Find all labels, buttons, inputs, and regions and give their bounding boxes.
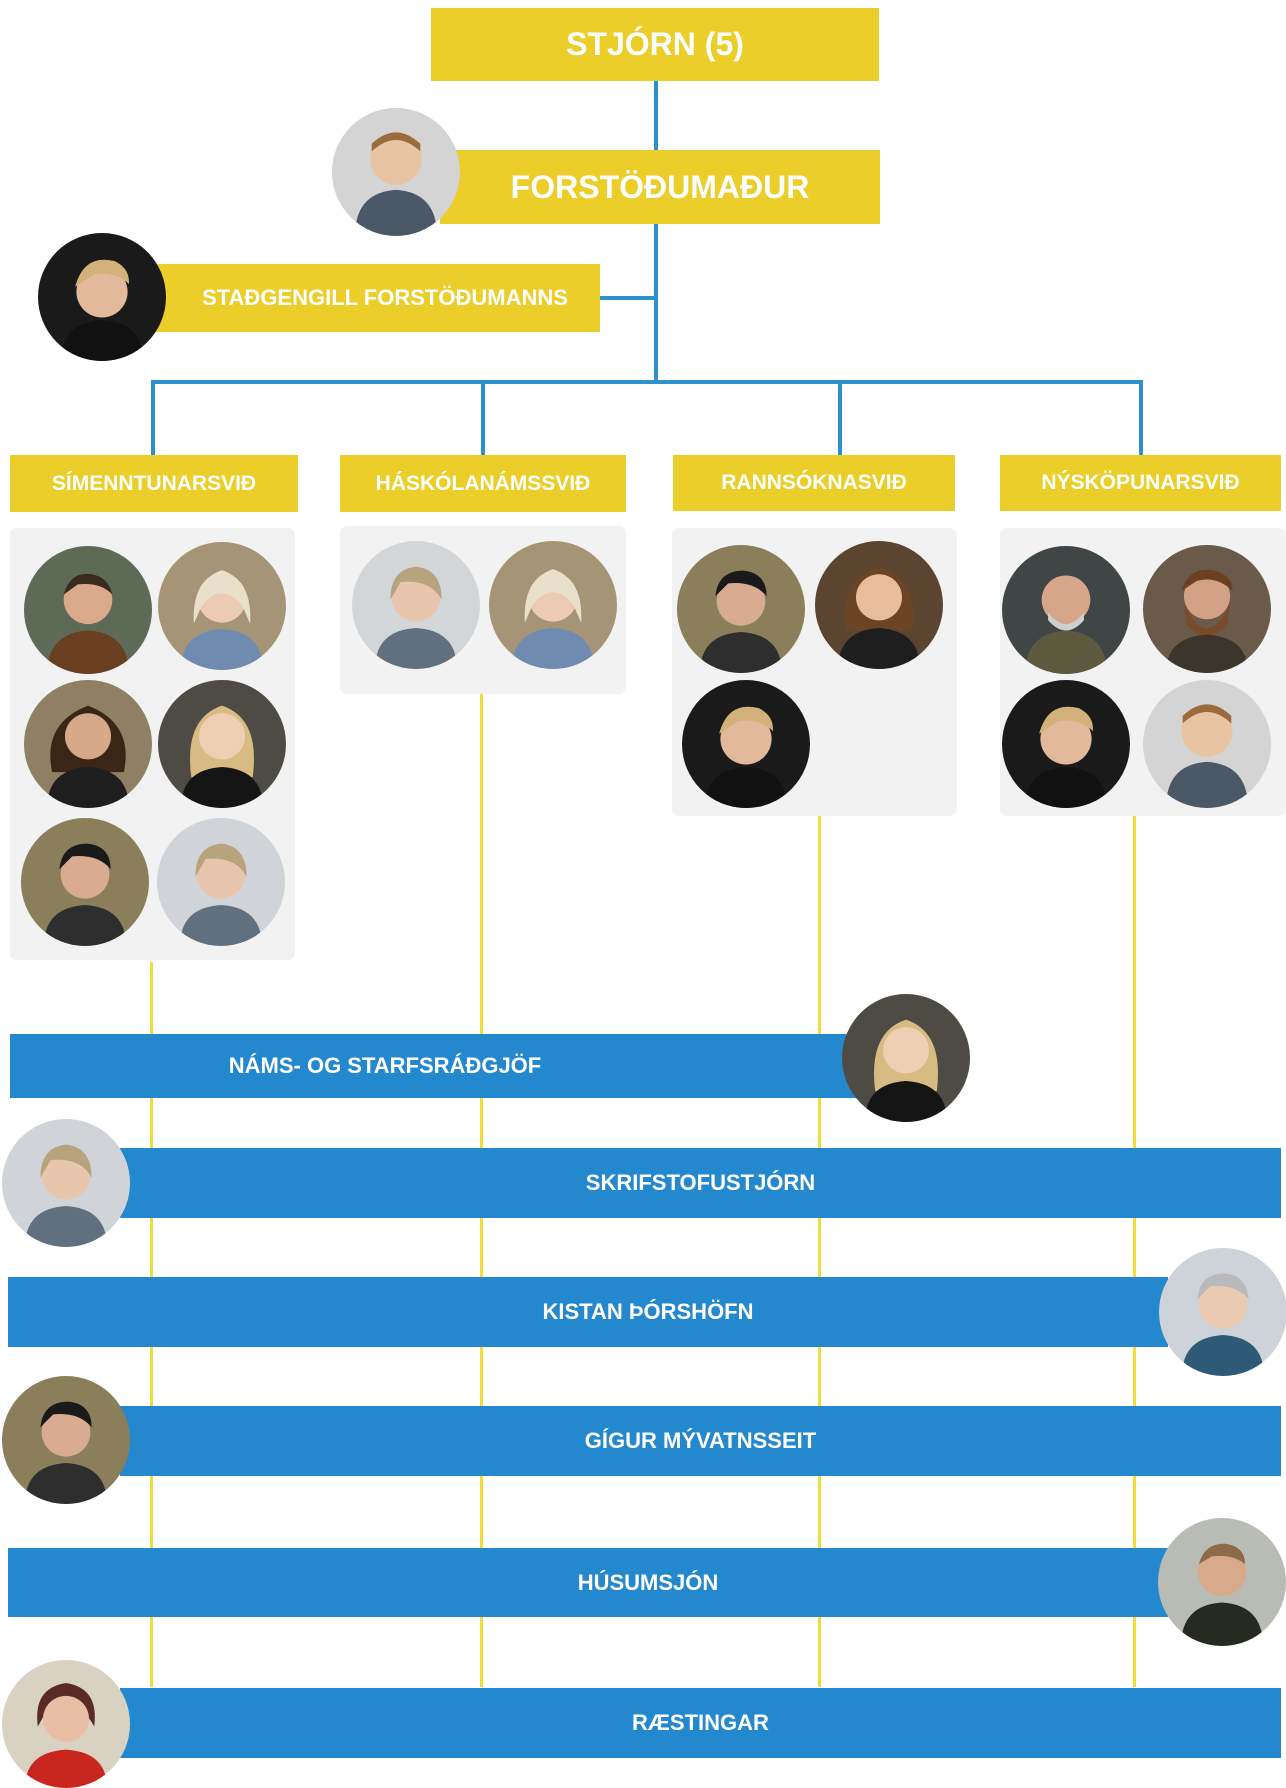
function-avatar-kistan-thorshofn — [1159, 1248, 1286, 1376]
department-header-haskolanam: HÁSKÓLANÁMSSVIÐ — [340, 455, 626, 512]
deputy-box: STAÐGENGILL FORSTÖÐUMANNS — [150, 264, 600, 332]
staff-avatar — [1002, 680, 1130, 808]
staff-avatar — [1143, 680, 1271, 808]
staff-avatar — [489, 541, 617, 669]
department-label: SÍMENNTUNARSVIÐ — [51, 471, 257, 495]
staff-avatar — [158, 680, 286, 808]
connector-board-director — [654, 80, 658, 150]
connector-vertical-4 — [1133, 816, 1136, 1687]
connector-deputy — [598, 296, 656, 300]
staff-avatar — [24, 680, 152, 808]
function-bar-kistan-thorshofn: KISTAN ÞÓRSHÖFN — [8, 1277, 1168, 1347]
staff-avatar — [682, 680, 810, 808]
staff-avatar — [1143, 545, 1271, 673]
function-label: RÆSTINGAR — [632, 1710, 769, 1735]
staff-avatar — [157, 818, 285, 946]
function-label: SKRIFSTOFUSTJÓRN — [585, 1170, 816, 1195]
function-bar-skrifstofustjorn: SKRIFSTOFUSTJÓRN — [120, 1148, 1281, 1218]
function-label: KISTAN ÞÓRSHÖFN — [542, 1299, 754, 1324]
board-box: STJÓRN (5) — [431, 8, 879, 81]
department-header-nyskopun: NÝSKÖPUNARSVIÐ — [1000, 455, 1281, 511]
staff-avatar — [815, 541, 943, 669]
staff-avatar — [158, 542, 286, 670]
function-label: NÁMS- OG STARFSRÁÐGJÖF — [228, 1053, 542, 1078]
connector-dept-2 — [481, 380, 485, 455]
staff-avatar — [677, 545, 805, 673]
department-header-rannsokna: RANNSÓKNASVIÐ — [673, 455, 955, 511]
department-label: NÝSKÖPUNARSVIÐ — [1041, 471, 1240, 494]
function-avatar-raestingar — [2, 1660, 130, 1788]
director-box: FORSTÖÐUMAÐUR — [440, 150, 880, 224]
director-avatar — [332, 108, 460, 236]
deputy-avatar — [38, 233, 166, 361]
function-bar-raestingar: RÆSTINGAR — [120, 1688, 1281, 1758]
function-avatar-husumsjon — [1158, 1518, 1286, 1646]
function-label: GÍGUR MÝVATNSSEIT — [584, 1428, 817, 1453]
function-avatar-gigur-myvatnsseit — [2, 1376, 130, 1504]
staff-avatar — [24, 546, 152, 674]
director-label: FORSTÖÐUMAÐUR — [510, 168, 810, 205]
function-bar-husumsjon: HÚSUMSJÓN — [8, 1548, 1168, 1617]
function-avatar-nams-starfsradgjof — [842, 994, 970, 1122]
connector-dept-1 — [151, 380, 155, 455]
connector-departments-horizontal — [151, 380, 1143, 384]
connector-director-trunk — [654, 222, 658, 382]
function-bar-gigur-myvatnsseit: GÍGUR MÝVATNSSEIT — [120, 1406, 1281, 1476]
department-header-simenntun: SÍMENNTUNARSVIÐ — [10, 455, 298, 512]
connector-dept-3 — [838, 380, 842, 455]
department-label: HÁSKÓLANÁMSSVIÐ — [375, 471, 591, 495]
function-avatar-skrifstofustjorn — [2, 1119, 130, 1247]
board-label: STJÓRN (5) — [566, 26, 744, 62]
staff-avatar — [21, 818, 149, 946]
deputy-label: STAÐGENGILL FORSTÖÐUMANNS — [202, 285, 568, 310]
function-bar-nams-starfsradgjof: NÁMS- OG STARFSRÁÐGJÖF — [10, 1034, 860, 1098]
staff-avatar — [1002, 546, 1130, 674]
connector-dept-4 — [1139, 380, 1143, 455]
function-label: HÚSUMSJÓN — [577, 1569, 719, 1595]
staff-avatar — [352, 541, 480, 669]
connector-vertical-3 — [818, 816, 821, 1687]
department-label: RANNSÓKNASVIÐ — [721, 471, 907, 494]
